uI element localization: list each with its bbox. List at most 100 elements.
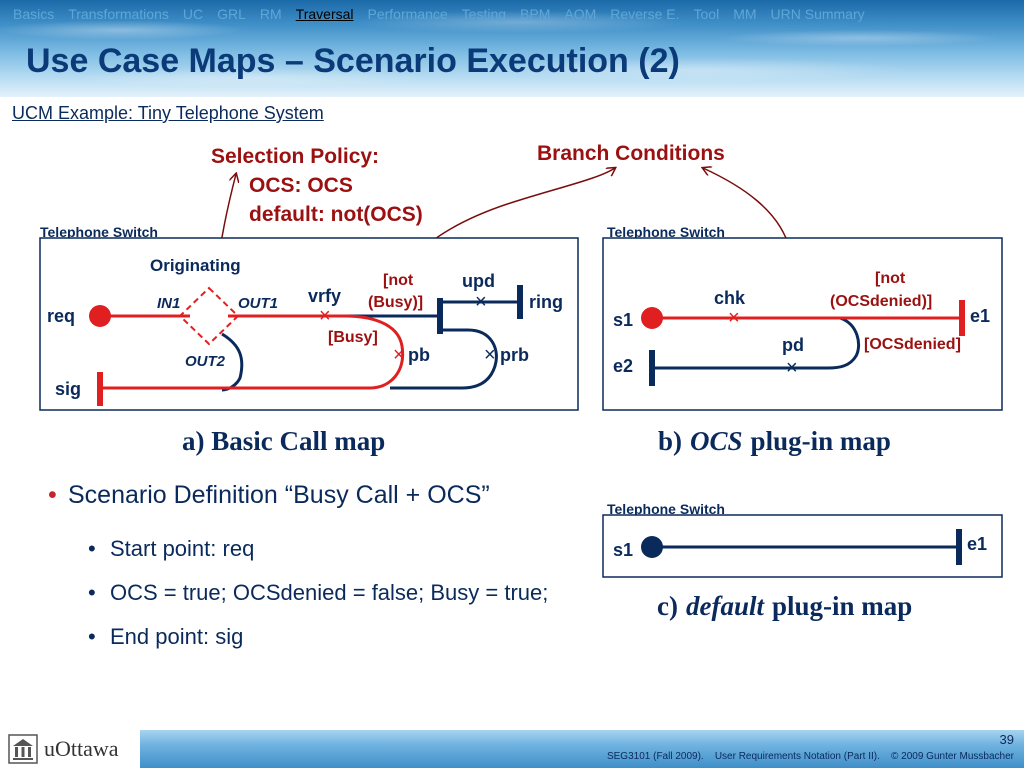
- map-b-denied-label: [OCSdenied]: [864, 336, 961, 353]
- tab-tool[interactable]: Tool: [693, 6, 720, 22]
- university-logo: uOttawa: [0, 730, 140, 768]
- logo-text: uOttawa: [44, 736, 119, 761]
- map-b-caption-suffix: plug-in map: [751, 426, 891, 456]
- tab-grl[interactable]: GRL: [217, 6, 246, 22]
- map-a-component: [39, 237, 579, 411]
- selection-policy-line1: Selection Policy:: [211, 145, 379, 168]
- tab-bpm[interactable]: BPM: [520, 6, 551, 22]
- map-a-and-fork-bar: [437, 298, 443, 334]
- map-c-s1-label: s1: [613, 540, 633, 560]
- sub-bullet-dot-icon: •: [88, 580, 96, 605]
- sub-bullet-text: Start point: req: [110, 536, 255, 561]
- map-b-s1-start-point[interactable]: [641, 307, 663, 329]
- sub-bullet-item: • OCS = true; OCSdenied = false; Busy = …: [88, 575, 568, 611]
- bullet-main: • Scenario Definition “Busy Call + OCS”: [48, 480, 568, 511]
- page-number: 39: [999, 732, 1014, 747]
- map-c-caption-italic: default: [686, 591, 765, 621]
- building-icon: [8, 734, 38, 764]
- map-b-e1-label: e1: [970, 306, 990, 326]
- map-a-sig-label: sig: [55, 379, 81, 399]
- map-a-in1-label: IN1: [157, 295, 180, 312]
- bullet-dot-icon: •: [48, 481, 57, 509]
- footer-copyright: © 2009 Gunter Mussbacher: [891, 751, 1014, 762]
- sub-bullet-item: • End point: sig: [88, 619, 568, 655]
- map-c-s1-start-point[interactable]: [641, 536, 663, 558]
- map-a-not-busy-label-2: (Busy)]: [368, 294, 423, 311]
- map-c-component-label: Telephone Switch: [607, 501, 725, 517]
- map-a-ring-label: ring: [529, 292, 563, 312]
- footer-lecture: User Requirements Notation (Part II).: [714, 751, 880, 762]
- branch-conditions-label: Branch Conditions: [537, 142, 725, 165]
- map-a-vrfy-label: vrfy: [308, 286, 341, 306]
- selection-policy-line3: default: not(OCS): [249, 203, 423, 226]
- map-a-upd-label: upd: [462, 271, 495, 291]
- tab-aom[interactable]: AOM: [564, 6, 597, 22]
- map-a-prb-responsibility: ×: [484, 344, 496, 366]
- map-c-caption-suffix: plug-in map: [772, 591, 912, 621]
- tab-uc[interactable]: UC: [182, 6, 204, 22]
- map-a-prb-label: prb: [500, 345, 529, 365]
- map-a-not-busy-label-1: [not: [383, 272, 414, 289]
- tab-reverse-e[interactable]: Reverse E.: [610, 6, 680, 22]
- map-a-pb-responsibility: ×: [393, 344, 405, 366]
- map-b-chk-label: chk: [714, 288, 746, 308]
- map-a-originating-stub[interactable]: [178, 286, 240, 346]
- map-b-component-label: Telephone Switch: [607, 224, 725, 240]
- header-banner: Basics Transformations UC GRL RM Travers…: [0, 0, 1024, 97]
- tab-mm[interactable]: MM: [733, 6, 757, 22]
- map-a-sig-end-bar[interactable]: [97, 372, 103, 406]
- map-a-pb-label: pb: [408, 345, 430, 365]
- bullet-list: • Scenario Definition “Busy Call + OCS” …: [48, 480, 568, 663]
- map-a-caption: a) Basic Call map: [182, 426, 385, 456]
- map-b-s1-label: s1: [613, 310, 633, 330]
- sub-bullet-dot-icon: •: [88, 536, 96, 561]
- map-a-req-label: req: [47, 306, 75, 326]
- map-c-e1-label: e1: [967, 534, 987, 554]
- map-b-e2-end-bar[interactable]: [649, 350, 655, 386]
- sub-bullet-text: OCS = true; OCSdenied = false; Busy = tr…: [110, 580, 549, 605]
- footer: uOttawa 39 SEG3101 (Fall 2009). User Req…: [0, 730, 1024, 768]
- map-a-prb-path: [390, 328, 498, 390]
- footer-course: SEG3101 (Fall 2009).: [606, 751, 704, 762]
- map-b-chk-responsibility: ×: [728, 307, 740, 329]
- map-b-pd-label: pd: [782, 335, 804, 355]
- map-a-vrfy-responsibility: ×: [319, 305, 331, 327]
- selection-policy-line2: OCS: OCS: [249, 174, 353, 197]
- tab-transformations[interactable]: Transformations: [68, 6, 169, 22]
- tab-traversal[interactable]: Traversal: [295, 6, 354, 22]
- map-b-caption-italic: OCS: [690, 426, 743, 456]
- map-a-stub-label: Originating: [150, 256, 241, 275]
- subtitle-link[interactable]: UCM Example: Tiny Telephone System: [12, 103, 324, 123]
- bullet-main-text: Scenario Definition “Busy Call + OCS”: [68, 481, 490, 509]
- sub-bullet-dot-icon: •: [88, 624, 96, 649]
- map-a-req-start-point[interactable]: [89, 305, 111, 327]
- tab-urn-summary[interactable]: URN Summary: [770, 6, 865, 22]
- map-c-e1-end-bar[interactable]: [956, 529, 962, 565]
- map-b-e1-end-bar[interactable]: [959, 300, 965, 336]
- map-a-out2-label: OUT2: [185, 353, 226, 370]
- map-a-busy-path: [100, 314, 405, 390]
- map-b-component: [602, 237, 1003, 411]
- map-b-denied-path: [652, 316, 861, 370]
- map-b-not-denied-label-2: (OCSdenied)]: [830, 293, 932, 310]
- sub-bullet-item: • Start point: req: [88, 531, 568, 567]
- map-b-caption-prefix: b): [658, 426, 682, 456]
- sub-bullet-list: • Start point: req • OCS = true; OCSdeni…: [48, 531, 568, 655]
- tab-basics[interactable]: Basics: [13, 6, 55, 22]
- map-a-out1-label: OUT1: [238, 295, 278, 312]
- tab-rm[interactable]: RM: [259, 6, 282, 22]
- map-b-caption: b) OCS plug-in map: [658, 426, 891, 456]
- footer-text: SEG3101 (Fall 2009). User Requirements N…: [607, 751, 1014, 762]
- map-a-ring-end-bar[interactable]: [517, 285, 523, 319]
- map-a-upd-responsibility: ×: [475, 291, 487, 313]
- slide-title: Use Case Maps – Scenario Execution (2): [26, 42, 680, 80]
- map-a-component-label: Telephone Switch: [40, 224, 158, 240]
- map-a-busy-label: [Busy]: [328, 329, 378, 346]
- tab-performance[interactable]: Performance: [367, 6, 448, 22]
- map-c-caption-prefix: c): [657, 591, 678, 621]
- map-b-e2-label: e2: [613, 356, 633, 376]
- map-b-pd-responsibility: ×: [786, 357, 798, 379]
- tab-testing[interactable]: Testing: [461, 6, 507, 22]
